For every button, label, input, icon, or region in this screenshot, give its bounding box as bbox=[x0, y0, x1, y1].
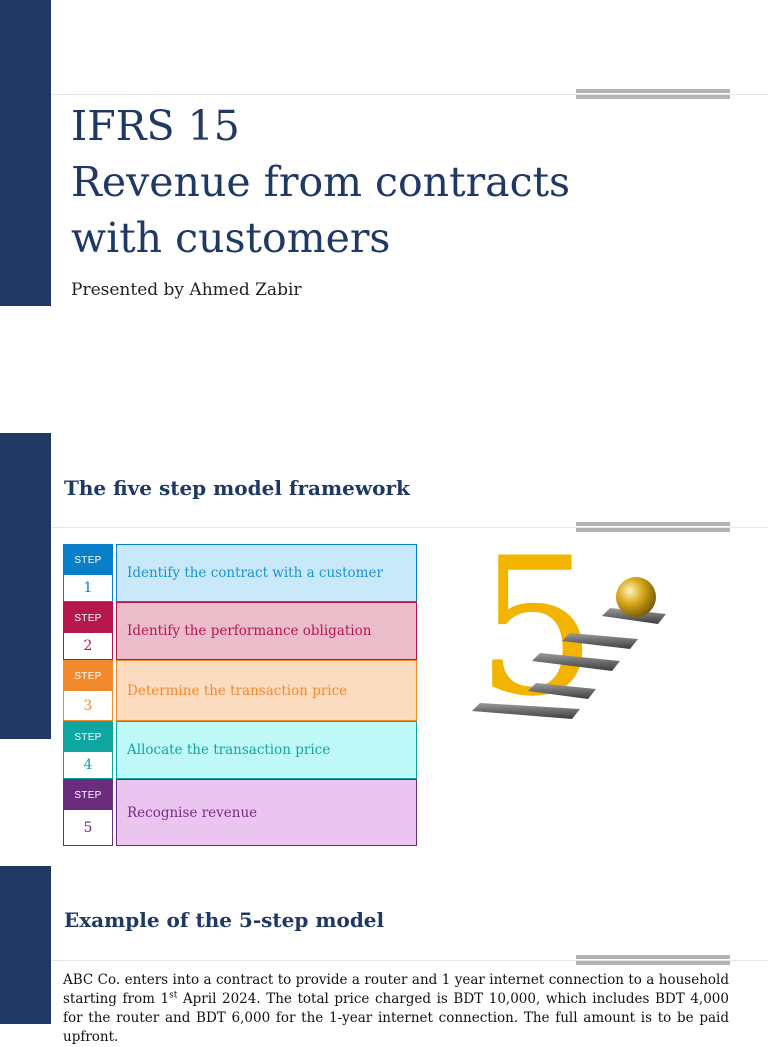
example-slide: Example of the 5-step model ABC Co. ente… bbox=[0, 866, 768, 1045]
divider-line bbox=[51, 94, 768, 95]
section-heading: The five step model framework bbox=[64, 476, 410, 500]
decorative-stripes bbox=[576, 522, 730, 532]
slide-accent-bar bbox=[0, 433, 51, 739]
step-row: STEP 2 Identify the performance obligati… bbox=[63, 602, 417, 660]
step-badge: STEP 3 bbox=[63, 660, 113, 721]
five-step-slide: The five step model framework STEP 1 Ide… bbox=[0, 433, 768, 853]
section-heading: Example of the 5-step model bbox=[64, 908, 385, 932]
step-label: STEP bbox=[64, 603, 112, 633]
step-number: 3 bbox=[83, 697, 93, 714]
step-description: Identify the contract with a customer bbox=[116, 544, 417, 602]
step-badge: STEP 4 bbox=[63, 721, 113, 779]
stair-planks bbox=[472, 608, 666, 719]
step-badge: STEP 5 bbox=[63, 779, 113, 846]
step-label: STEP bbox=[64, 661, 112, 691]
step-number: 5 bbox=[83, 819, 93, 836]
paragraph-text: ABC Co. enters into a contract to provid… bbox=[63, 972, 729, 1007]
decorative-stripes bbox=[576, 955, 730, 965]
divider-line bbox=[51, 960, 768, 961]
step-row: STEP 4 Allocate the transaction price bbox=[63, 721, 417, 779]
title-line: with customers bbox=[71, 214, 391, 262]
step-number: 1 bbox=[83, 580, 93, 596]
presenter-subtitle: Presented by Ahmed Zabir bbox=[71, 280, 302, 300]
step-description: Recognise revenue bbox=[116, 779, 417, 846]
slide-title: IFRS 15 Revenue from contracts with cust… bbox=[71, 98, 570, 266]
decorative-stripes bbox=[576, 89, 730, 99]
ordinal-suffix: st bbox=[169, 990, 178, 1001]
step-list: STEP 1 Identify the contract with a cust… bbox=[63, 544, 417, 846]
slide-accent-bar bbox=[0, 866, 51, 1024]
step-description: Identify the performance obligation bbox=[116, 602, 417, 660]
step-row: STEP 5 Recognise revenue bbox=[63, 779, 417, 846]
slide-accent-bar bbox=[0, 0, 51, 306]
divider-line bbox=[51, 527, 768, 528]
step-label: STEP bbox=[64, 780, 112, 810]
title-slide: IFRS 15 Revenue from contracts with cust… bbox=[0, 0, 768, 310]
step-badge: STEP 2 bbox=[63, 602, 113, 660]
step-row: STEP 3 Determine the transaction price bbox=[63, 660, 417, 721]
step-badge: STEP 1 bbox=[63, 544, 113, 602]
title-line: Revenue from contracts bbox=[71, 158, 571, 206]
step-description: Allocate the transaction price bbox=[116, 721, 417, 779]
five-steps-illustration: 5 bbox=[472, 543, 666, 738]
example-paragraph: ABC Co. enters into a contract to provid… bbox=[63, 971, 729, 1047]
gold-ball-graphic bbox=[616, 577, 656, 617]
step-number: 4 bbox=[83, 757, 93, 773]
step-label: STEP bbox=[64, 722, 112, 752]
step-number: 2 bbox=[83, 638, 93, 654]
step-description: Determine the transaction price bbox=[116, 660, 417, 721]
title-line: IFRS 15 bbox=[71, 102, 240, 150]
step-label: STEP bbox=[64, 545, 112, 575]
step-row: STEP 1 Identify the contract with a cust… bbox=[63, 544, 417, 602]
